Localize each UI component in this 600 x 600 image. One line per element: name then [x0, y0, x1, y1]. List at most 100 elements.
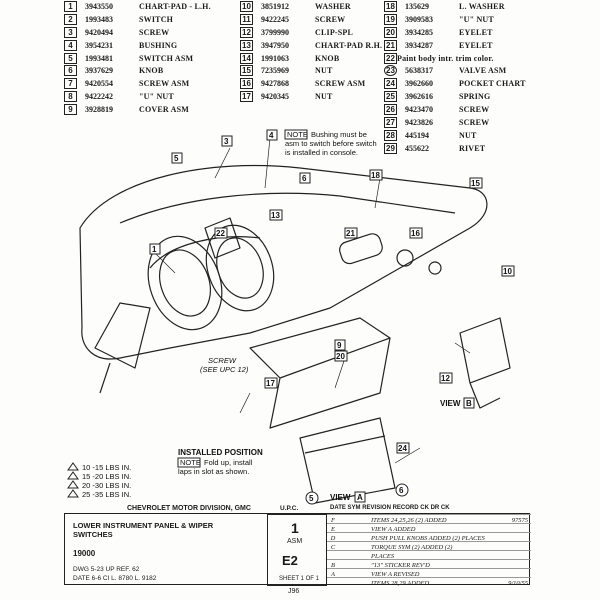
- svg-text:16: 16: [411, 229, 420, 238]
- svg-text:5: 5: [309, 494, 314, 503]
- part-description: POCKET CHART: [459, 79, 526, 89]
- part-description: SCREW: [315, 14, 346, 24]
- item-number: 5: [64, 52, 77, 64]
- part-description: EYELET: [459, 27, 493, 37]
- torque-specs: 10 -15 LBS IN.15 -20 LBS IN.20 -30 LBS I…: [67, 462, 131, 499]
- part-description: BUSHING: [139, 40, 178, 50]
- item-number: 9: [64, 104, 77, 116]
- view-b-label: VIEW B: [440, 397, 475, 409]
- svg-text:6: 6: [302, 174, 307, 183]
- sheet-code: E2: [282, 553, 298, 568]
- svg-text:9: 9: [337, 341, 342, 350]
- part-number: 3851912: [261, 1, 289, 11]
- part-number: 3909583: [405, 14, 433, 24]
- item-number: 1: [64, 0, 77, 12]
- part-description: CHART-PAD - L.H.: [139, 1, 211, 11]
- installed-position-note: INSTALLED POSITION NOTE Fold up, install…: [177, 448, 263, 476]
- part-number: 135629: [405, 1, 429, 11]
- item-number: 26: [384, 104, 397, 116]
- torque-triangle-icon: [67, 471, 79, 480]
- part-description: SWITCH: [139, 14, 174, 24]
- item-number: 6: [64, 65, 77, 77]
- part-number: 9420494: [85, 27, 113, 37]
- part-number: 1991063: [261, 53, 289, 63]
- view-b-detail: [459, 317, 511, 384]
- svg-text:24: 24: [398, 444, 407, 453]
- upc-number: 1: [291, 520, 299, 536]
- exploded-view-drawing: 1 3 4 5 6 9 10 12 13 22 24 20 21 15 18 1…: [67, 129, 515, 505]
- svg-text:21: 21: [346, 229, 355, 238]
- part-description: L. WASHER: [459, 1, 505, 11]
- svg-text:5: 5: [174, 154, 179, 163]
- svg-text:Fold up, install: Fold up, install: [204, 458, 253, 467]
- svg-text:NOTE: NOTE: [287, 130, 308, 139]
- callout-labels: 1 3 4 5 6 9 10 12 13 22 24 20 21 15 18 1…: [149, 129, 515, 505]
- gauge-right: [205, 224, 275, 312]
- part-description: RIVET: [459, 143, 486, 153]
- part-description: "U" NUT: [459, 14, 494, 24]
- item-number: 28: [384, 129, 397, 141]
- part-number: 1993481: [85, 53, 113, 63]
- item-number: 19: [384, 13, 397, 25]
- item-number: 24: [384, 78, 397, 90]
- part-description: SCREW: [459, 117, 490, 127]
- parts-row: 1 3943550 CHART-PAD - L.H.: [64, 0, 211, 13]
- item-number: 4: [64, 39, 77, 51]
- item-number: 20: [384, 26, 397, 38]
- title-block: CHEVROLET MOTOR DIVISION, GMC LOWER INST…: [64, 505, 531, 587]
- svg-text:22: 22: [216, 229, 225, 238]
- part-description: SPRING: [459, 92, 491, 102]
- dwg-ref: DWG 5-23 UP REF. 62: [73, 566, 140, 573]
- item-number: 23: [384, 65, 397, 77]
- torque-triangle-icon: [67, 462, 79, 471]
- item-number: 3: [64, 26, 77, 38]
- part-number: 3943550: [85, 1, 113, 11]
- part-description: NUT: [315, 66, 333, 76]
- part-description: VALVE ASM: [459, 66, 507, 76]
- part-number: 9422242: [85, 92, 113, 102]
- sheet-number: SHEET 1 OF 1: [279, 576, 319, 582]
- revision-row: B"13" STICKER REV'D: [327, 559, 531, 570]
- part-description: CLIP-SPL: [315, 27, 354, 37]
- page-code: J96: [288, 588, 300, 595]
- part-number: 3954231: [85, 40, 113, 50]
- svg-text:3: 3: [224, 137, 229, 146]
- revision-row: PLACES: [327, 550, 531, 561]
- svg-text:Bushing must be: Bushing must be: [311, 130, 367, 139]
- svg-text:13: 13: [271, 211, 280, 220]
- part-description: SWITCH ASM: [139, 53, 194, 63]
- drawing-title: LOWER INSTRUMENT PANEL & WIPER SWITCHES: [73, 521, 214, 539]
- steering-column: [94, 302, 151, 369]
- item-number: 16: [240, 78, 253, 90]
- item-number: 12: [240, 26, 253, 38]
- part-number: 9423826: [405, 117, 433, 127]
- gauge-left: [147, 235, 223, 331]
- view-a-label: VIEW A: [330, 491, 366, 503]
- item-number: 17: [240, 91, 253, 103]
- svg-text:asm to switch before switch: asm to switch before switch: [285, 139, 377, 148]
